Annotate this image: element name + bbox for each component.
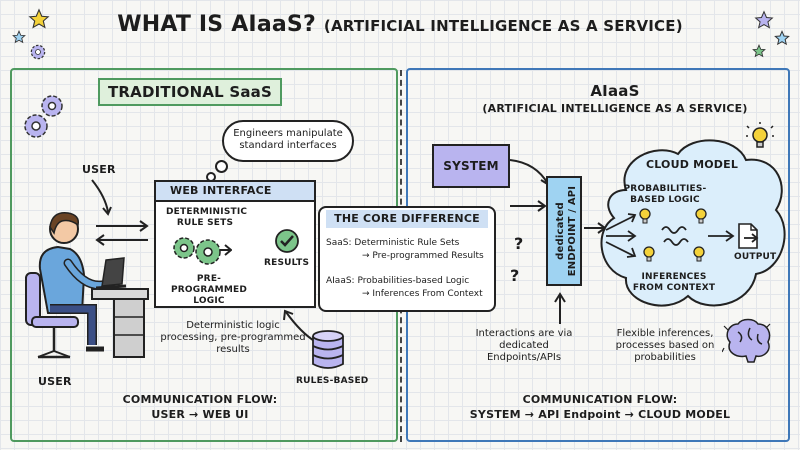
core-aiaas-line1: AIaaS: Probabilities-based Logic — [326, 276, 470, 286]
engineers-thought-bubble: Engineers manipulate standard interfaces — [222, 120, 354, 162]
system-label: SYSTEM — [443, 159, 499, 173]
star-icon — [28, 8, 50, 29]
rules-based-label: RULES-BASED — [296, 376, 369, 386]
probabilities-logic-label: PROBABILITIES-BASED LOGIC — [623, 184, 707, 205]
aiaas-flow-title: COMMUNICATION FLOW: — [522, 393, 678, 406]
aiaas-header: AIaaS — [590, 82, 640, 100]
system-box: SYSTEM — [432, 144, 510, 188]
core-saas-line2: → Pre-programmed Results — [362, 251, 484, 261]
output-label: OUTPUT — [734, 252, 777, 262]
user-label-bottom: USER — [38, 375, 72, 388]
title-sub: (ARTIFICIAL INTELLIGENCE AS A SERVICE) — [323, 17, 683, 35]
deterministic-note: Deterministic logic processing, pre-prog… — [160, 320, 306, 355]
aiaas-flow: SYSTEM → API Endpoint → CLOUD MODEL — [469, 408, 731, 421]
title-main: WHAT IS AIaaS? — [117, 12, 316, 37]
laptop-icon — [96, 257, 127, 290]
cloud-model-title: CLOUD MODEL — [645, 158, 739, 171]
lightbulb-icon — [639, 208, 651, 224]
brain-icon — [722, 318, 771, 363]
arrow-icon — [554, 292, 566, 324]
question-mark: ? — [514, 234, 524, 253]
arrow-icon — [510, 200, 547, 212]
arrow-icon — [95, 220, 149, 246]
core-aiaas-line2: → Inferences From Context — [362, 289, 483, 299]
core-saas-line1: SaaS: Deterministic Rule Sets — [326, 238, 460, 248]
endpoint-api-text: dedicated ENDPOINT / API — [555, 185, 578, 277]
endpoint-api-label: dedicated ENDPOINT / API — [555, 176, 578, 286]
cloud-model-shape — [600, 139, 786, 307]
gear-icon — [30, 44, 46, 60]
saas-header-label: TRADITIONAL SaaS — [108, 83, 272, 101]
pre-programmed-logic: PRE-PROGRAMMED LOGIC — [171, 274, 247, 306]
saas-flow: USER → WEB UI — [151, 408, 249, 421]
lightbulb-icon — [695, 208, 707, 224]
page-title: WHAT IS AIaaS? (ARTIFICIAL INTELLIGENCE A… — [0, 12, 800, 37]
inference-arrows-icon — [605, 213, 735, 258]
star-icon — [752, 44, 766, 58]
engineers-note: Engineers manipulate standard interfaces — [233, 128, 343, 151]
core-difference-title: THE CORE DIFFERENCE — [326, 210, 488, 228]
database-icon — [312, 330, 344, 369]
aiaas-subheader: (ARTIFICIAL INTELLIGENCE AS A SERVICE) — [482, 102, 748, 115]
checkmark-icon — [275, 229, 299, 253]
inferences-label: INFERENCES FROM CONTEXT — [632, 272, 716, 293]
star-icon — [12, 30, 26, 44]
lightbulb-icon — [746, 122, 774, 148]
user-icon — [25, 212, 149, 359]
question-mark: ? — [510, 266, 520, 285]
interactions-note: Interactions are via dedicated Endpoints… — [475, 328, 573, 363]
deterministic-rule-sets: DETERMINISTIC RULE SETS — [166, 207, 248, 228]
star-icon — [754, 10, 774, 29]
results-label: RESULTS — [264, 258, 310, 268]
document-output-icon — [738, 223, 759, 249]
web-interface-title: WEB INTERFACE — [170, 184, 272, 197]
core-difference-title-text: THE CORE DIFFERENCE — [334, 212, 480, 225]
star-icon — [774, 30, 790, 46]
lightbulb-icon — [643, 246, 655, 262]
lightbulb-icon — [693, 246, 705, 262]
arrow-icon — [91, 179, 112, 216]
gear-icon — [173, 237, 232, 265]
web-interface-titlebar: WEB INTERFACE — [156, 182, 314, 202]
user-label-top: USER — [82, 163, 116, 176]
endpoint-api-box — [546, 176, 582, 286]
thought-bubble-icon — [215, 160, 228, 173]
saas-header: TRADITIONAL SaaS — [98, 78, 282, 106]
gear-icon — [24, 95, 63, 138]
flexible-note: Flexible inferences, processes based on … — [615, 328, 715, 363]
saas-flow-title: COMMUNICATION FLOW: — [122, 393, 278, 406]
